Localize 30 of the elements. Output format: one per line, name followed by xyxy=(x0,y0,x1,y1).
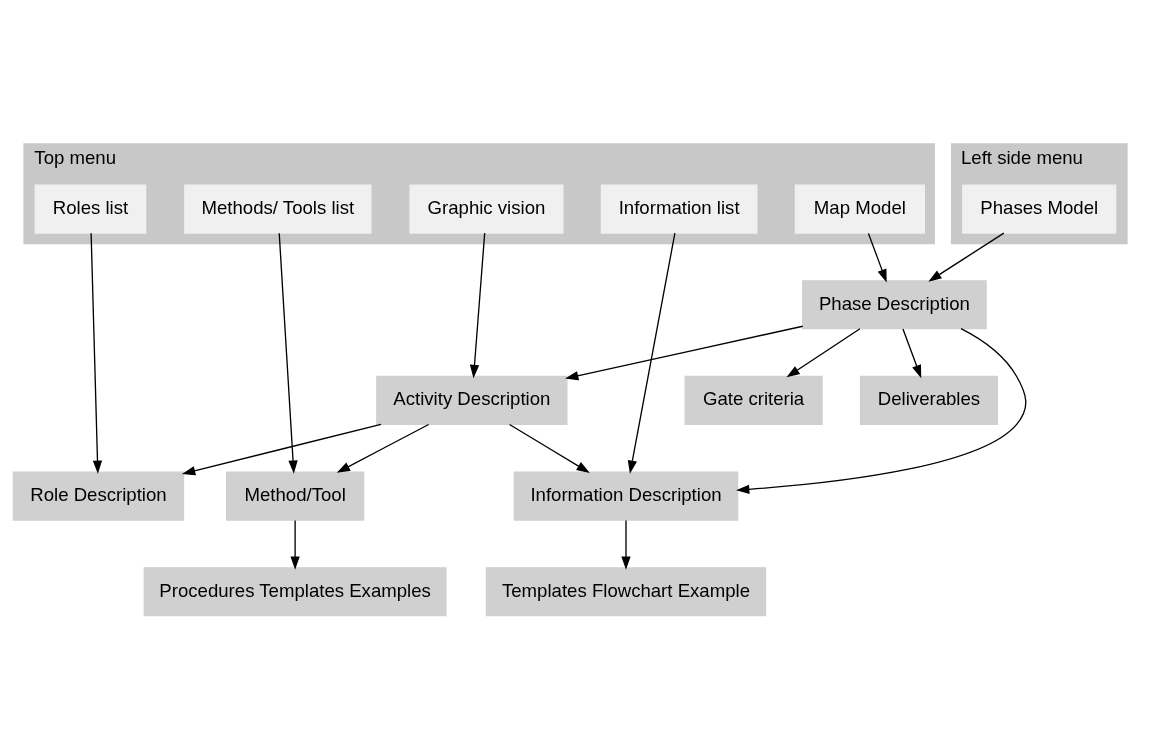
node-box: Map Model xyxy=(794,184,925,234)
node-box: Deliverables xyxy=(859,375,999,425)
node-box: Gate criteria xyxy=(684,375,823,425)
node-box: Information Description xyxy=(513,471,739,521)
node-box: Procedures Templates Examples xyxy=(143,567,447,617)
arrow xyxy=(90,232,103,474)
arrow xyxy=(786,328,861,378)
node-box: Role Description xyxy=(12,471,185,521)
node-box: Phase Description xyxy=(802,280,987,330)
arrow xyxy=(336,423,430,473)
node-box: Phases Model xyxy=(962,184,1117,234)
arrow xyxy=(736,328,1027,494)
arrow xyxy=(469,232,486,379)
arrow xyxy=(902,328,922,379)
arrow xyxy=(928,232,1005,282)
arrow xyxy=(627,232,676,474)
arrow xyxy=(565,325,804,381)
node-box: Methods/ Tools list xyxy=(184,184,372,234)
arrow xyxy=(182,423,382,476)
node-box: Method/Tool xyxy=(226,471,365,521)
arrow xyxy=(867,232,887,283)
arrow xyxy=(508,423,590,473)
arrow xyxy=(290,519,300,570)
arrow xyxy=(621,519,631,570)
node-box: Information list xyxy=(600,184,758,234)
node-box: Templates Flowchart Example xyxy=(485,567,767,617)
node-box: Roles list xyxy=(34,184,147,234)
node-box: Graphic vision xyxy=(409,184,564,234)
node-box: Activity Description xyxy=(376,375,568,425)
arrow xyxy=(278,232,298,474)
